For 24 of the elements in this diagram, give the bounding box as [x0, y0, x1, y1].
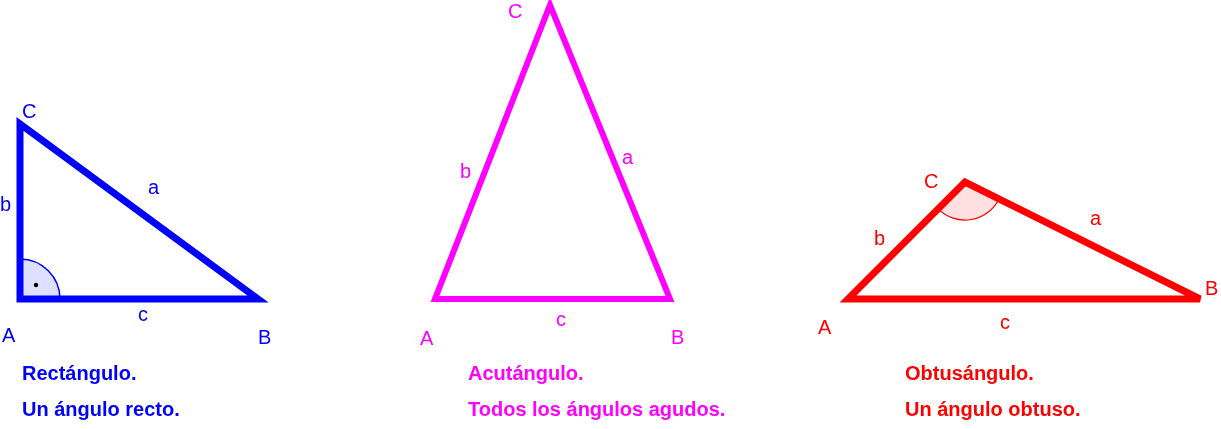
side-label: b: [0, 193, 12, 215]
vertex-label: C: [22, 100, 37, 122]
caption: Rectángulo.: [22, 362, 137, 384]
side-label: c: [556, 308, 566, 330]
side-label: c: [138, 303, 148, 325]
side-label: b: [460, 160, 472, 182]
side-label: c: [1000, 311, 1010, 333]
vertex-label: A: [420, 327, 434, 349]
vertex-label: C: [508, 0, 523, 22]
caption: Todos los ángulos agudos.: [468, 398, 726, 420]
caption: Obtusángulo.: [905, 362, 1034, 384]
caption: Un ángulo obtuso.: [905, 398, 1081, 420]
vertex-label: A: [2, 324, 16, 346]
side-label: a: [1090, 207, 1102, 229]
caption: Acutángulo.: [468, 362, 584, 384]
vertex-label: B: [671, 326, 685, 348]
side-label: a: [622, 146, 634, 168]
side-label: b: [874, 227, 886, 249]
vertex-label: A: [818, 316, 832, 338]
side-label: a: [148, 176, 160, 198]
vertex-label: C: [924, 170, 939, 192]
vertex-label: B: [1205, 277, 1219, 299]
vertex-label: B: [258, 326, 272, 348]
caption: Un ángulo recto.: [22, 398, 180, 420]
